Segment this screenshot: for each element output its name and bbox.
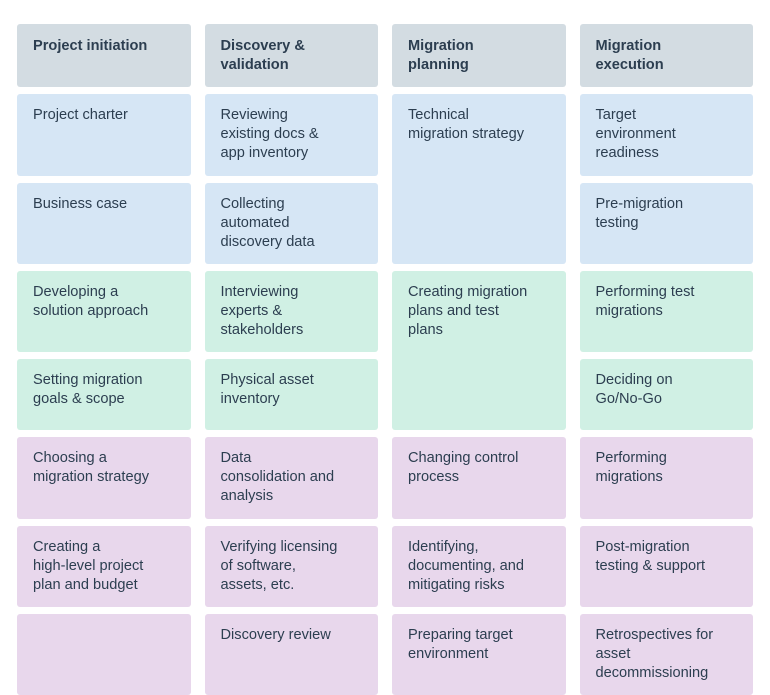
column-header-discovery-validation: Discovery & validation [204,24,378,88]
task-card[interactable]: Creating migration plans and test plans [392,270,566,431]
task-card[interactable]: Verifying licensing of software, assets,… [204,525,378,607]
column-header-migration-execution: Migration execution [579,24,753,88]
task-card[interactable]: Physical asset inventory [204,359,378,431]
task-card[interactable]: Technical migration strategy [392,94,566,264]
task-card[interactable]: Collecting automated discovery data [204,182,378,264]
task-card[interactable]: Deciding on Go/No-Go [579,359,753,431]
task-card-empty[interactable] [17,613,191,695]
task-card[interactable]: Creating a high-level project plan and b… [17,525,191,607]
task-card[interactable]: Retrospectives for asset decommissioning [579,613,753,695]
task-card[interactable]: Pre-migration testing [579,182,753,264]
task-card[interactable]: Interviewing experts & stakeholders [204,270,378,353]
task-card[interactable]: Post-migration testing & support [579,525,753,607]
task-card[interactable]: Data consolidation and analysis [204,437,378,519]
task-card[interactable]: Performing test migrations [579,270,753,353]
task-card[interactable]: Reviewing existing docs & app inventory [204,94,378,176]
task-card[interactable]: Identifying, documenting, and mitigating… [392,525,566,607]
task-card[interactable]: Choosing a migration strategy [17,437,191,519]
column-header-project-initiation: Project initiation [17,24,191,88]
task-card[interactable]: Developing a solution approach [17,270,191,353]
task-card[interactable]: Business case [17,182,191,264]
column-header-migration-planning: Migration planning [392,24,566,88]
task-card[interactable]: Performing migrations [579,437,753,519]
phase-grid: Project initiation Discovery & validatio… [17,24,753,695]
task-card[interactable]: Preparing target environment [392,613,566,695]
task-card[interactable]: Target environment readiness [579,94,753,176]
task-card[interactable]: Changing control process [392,437,566,519]
task-card[interactable]: Discovery review [204,613,378,695]
task-card[interactable]: Setting migration goals & scope [17,359,191,431]
task-card[interactable]: Project charter [17,94,191,176]
